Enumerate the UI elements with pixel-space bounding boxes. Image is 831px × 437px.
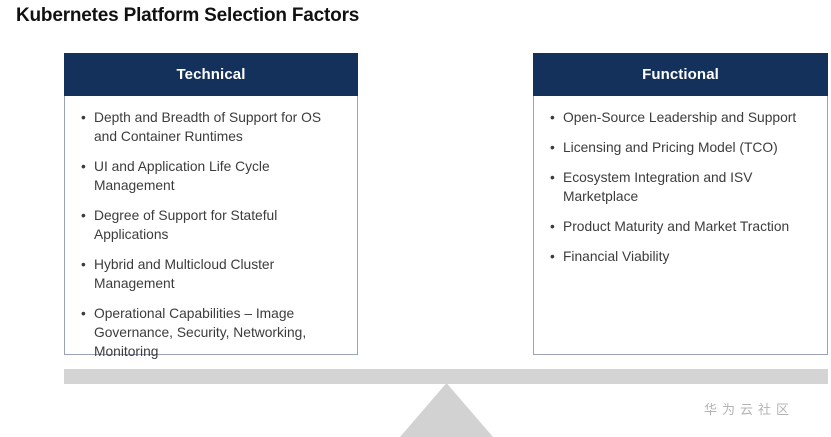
- card-functional-body: • Open-Source Leadership and Support • L…: [534, 96, 827, 354]
- list-item-label: Open-Source Leadership and Support: [563, 110, 797, 125]
- card-technical: Technical • Depth and Breadth of Support…: [64, 53, 358, 359]
- functional-bullet-list: • Open-Source Leadership and Support • L…: [548, 108, 813, 266]
- list-item-label: UI and Application Life Cycle Management: [94, 159, 270, 193]
- bullet-dot-icon: •: [81, 306, 86, 321]
- list-item: • Ecosystem Integration and ISV Marketpl…: [548, 168, 813, 206]
- bullet-dot-icon: •: [550, 249, 555, 264]
- list-item-label: Operational Capabilities – Image Governa…: [94, 306, 307, 359]
- bullet-dot-icon: •: [81, 208, 86, 223]
- list-item: • Depth and Breadth of Support for OS an…: [79, 108, 343, 146]
- list-item-label: Ecosystem Integration and ISV Marketplac…: [563, 170, 753, 204]
- list-item: • Open-Source Leadership and Support: [548, 108, 813, 127]
- bullet-dot-icon: •: [550, 140, 555, 155]
- card-technical-header: Technical: [64, 53, 358, 96]
- card-functional-header: Functional: [533, 53, 828, 96]
- bullet-dot-icon: •: [550, 219, 555, 234]
- list-item-label: Depth and Breadth of Support for OS and …: [94, 110, 322, 144]
- list-item-label: Licensing and Pricing Model (TCO): [563, 140, 778, 155]
- list-item: • Financial Viability: [548, 247, 813, 266]
- list-item: • Hybrid and Multicloud Cluster Manageme…: [79, 255, 343, 293]
- page-title: Kubernetes Platform Selection Factors: [16, 5, 360, 26]
- list-item-label: Hybrid and Multicloud Cluster Management: [94, 257, 275, 291]
- technical-bullet-list: • Depth and Breadth of Support for OS an…: [79, 108, 343, 361]
- watermark-text: 华为云社区: [704, 402, 795, 417]
- bullet-dot-icon: •: [81, 159, 86, 174]
- list-item: • Licensing and Pricing Model (TCO): [548, 138, 813, 157]
- bullet-dot-icon: •: [81, 257, 86, 272]
- list-item-label: Product Maturity and Market Traction: [563, 219, 790, 234]
- card-technical-header-label: Technical: [176, 66, 246, 83]
- card-technical-body: • Depth and Breadth of Support for OS an…: [65, 96, 357, 371]
- list-item: • Product Maturity and Market Traction: [548, 217, 813, 236]
- bullet-dot-icon: •: [81, 110, 86, 125]
- list-item: • Operational Capabilities – Image Gover…: [79, 304, 343, 361]
- balance-beam-icon: [64, 369, 828, 384]
- balance-fulcrum-icon: [400, 383, 493, 437]
- list-item: • UI and Application Life Cycle Manageme…: [79, 157, 343, 195]
- list-item-label: Financial Viability: [563, 249, 670, 264]
- list-item: • Degree of Support for Stateful Applica…: [79, 206, 343, 244]
- card-functional-header-label: Functional: [642, 66, 719, 83]
- bullet-dot-icon: •: [550, 110, 555, 125]
- card-functional: Functional • Open-Source Leadership and …: [533, 53, 828, 355]
- bullet-dot-icon: •: [550, 170, 555, 185]
- list-item-label: Degree of Support for Stateful Applicati…: [94, 208, 278, 242]
